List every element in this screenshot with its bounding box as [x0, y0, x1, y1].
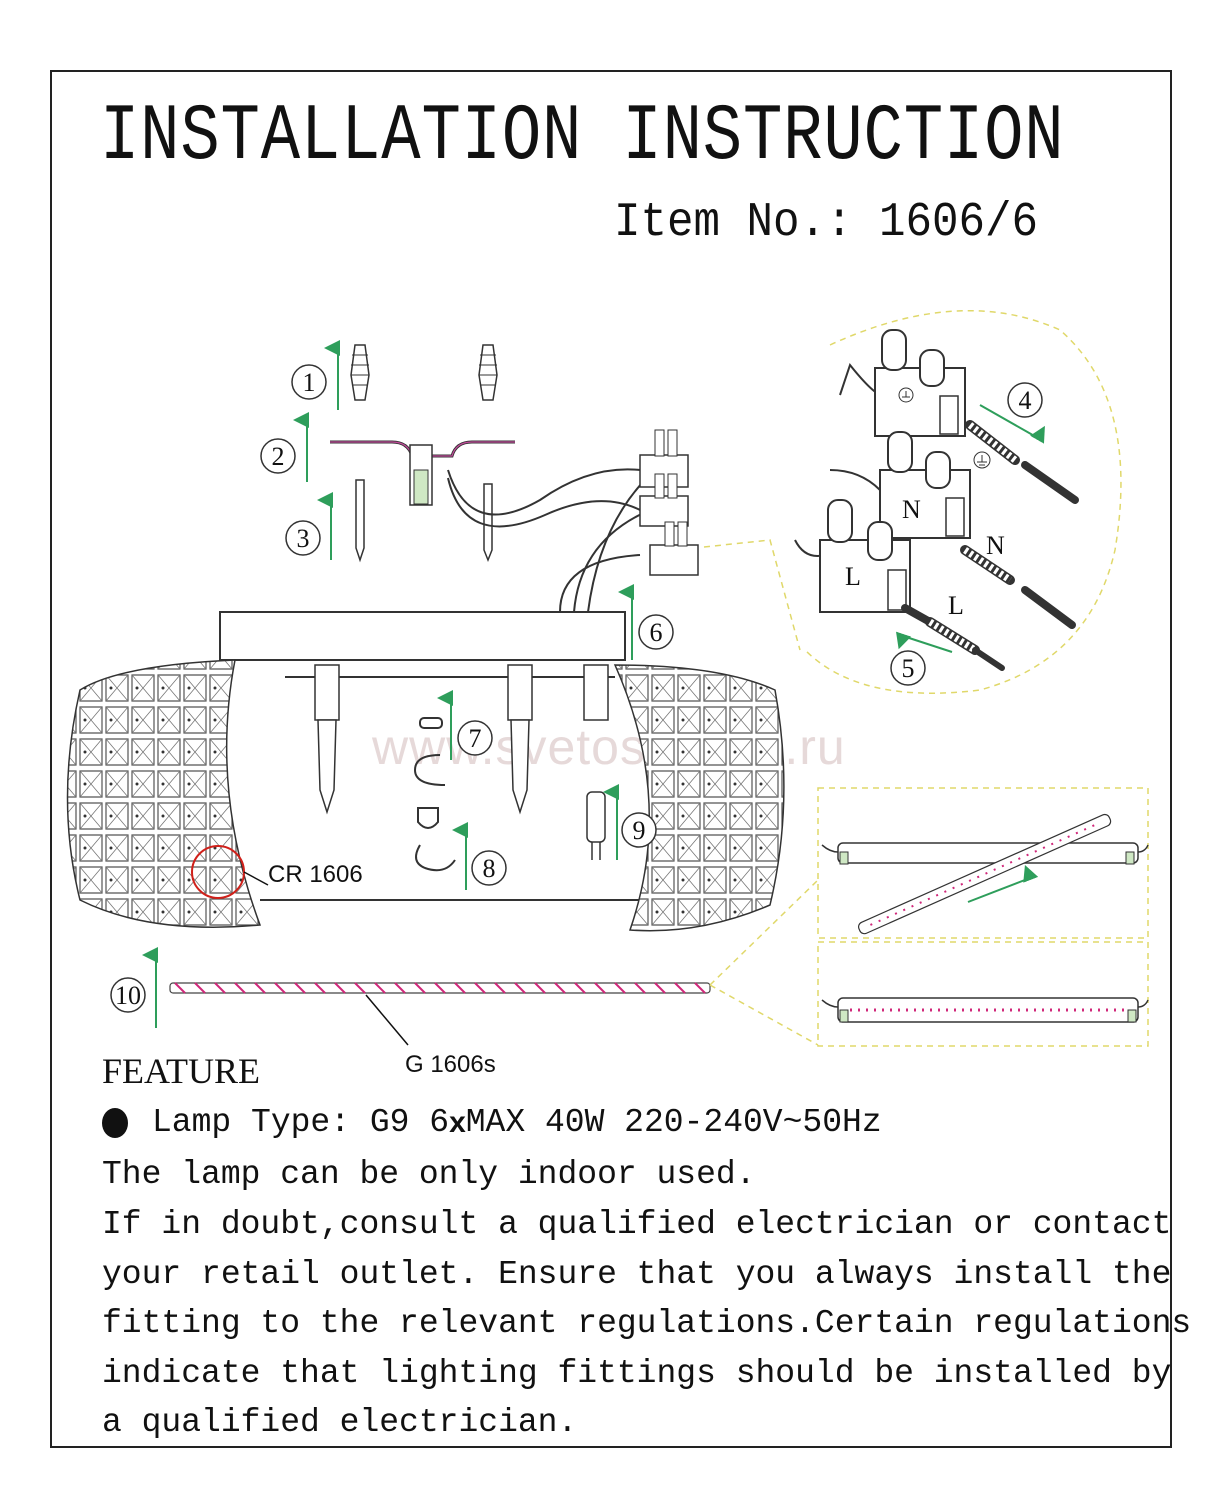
ceiling-canopy [219, 611, 626, 661]
wire-live [901, 604, 1005, 671]
crystal-part-label: CR 1606 [268, 861, 363, 888]
terminal-block-small [649, 521, 699, 576]
svg-text:2: 2 [272, 442, 285, 471]
feature-heading: FEATURE [102, 1051, 261, 1091]
terminal-block-large-neutral [829, 431, 971, 539]
lampholder [583, 664, 609, 721]
wall-plug-icon [478, 344, 498, 401]
leader-line [243, 871, 269, 886]
feature-line: a qualified electrician. [102, 1404, 578, 1441]
glass-rod-pattern [174, 982, 706, 994]
feature-line: indicate that lighting fittings should b… [102, 1355, 1172, 1392]
item-number: Item No.: 1606/6 [614, 196, 1039, 250]
svg-text:3: 3 [297, 524, 310, 553]
wire-neutral [960, 545, 1076, 629]
earth-icon [973, 451, 991, 469]
lampholder [314, 664, 340, 815]
bullet-icon [102, 1107, 128, 1138]
step-number-10: 10 [110, 977, 146, 1013]
zoom-callout [703, 309, 1122, 694]
wire-earth [965, 420, 1079, 504]
svg-text:8: 8 [483, 854, 496, 883]
screw-icon [483, 483, 493, 563]
terminal-block-small [639, 473, 689, 527]
feature-line: fitting to the relevant regulations.Cert… [102, 1305, 1192, 1342]
terminal-block-large-earth [839, 329, 966, 437]
live-label: L [845, 562, 861, 591]
mounting-bracket-icon [330, 440, 515, 506]
step-number-4: 4 [1007, 382, 1043, 418]
step-arrows [142, 340, 1045, 1028]
svg-text:5: 5 [902, 654, 915, 683]
feature-line: The lamp can be only indoor used. [102, 1156, 756, 1193]
rod-installed-step [821, 997, 1149, 1023]
feature-line: If in doubt,consult a qualified electric… [102, 1206, 1172, 1243]
svg-text:6: 6 [650, 618, 663, 647]
rod-insert-step [821, 813, 1149, 935]
page-title: INSTALLATION INSTRUCTION [100, 92, 1065, 183]
svg-text:4: 4 [1019, 386, 1032, 415]
wall-plug-icon [350, 344, 370, 401]
step-number-6: 6 [638, 614, 674, 650]
step-number-3: 3 [285, 520, 321, 556]
svg-text:1: 1 [303, 368, 316, 397]
g9-bulb-icon [586, 791, 606, 860]
rotate-icon [415, 807, 456, 872]
times-symbol: x [449, 1105, 466, 1139]
feature-line: your retail outlet. Ensure that you alwa… [102, 1256, 1172, 1293]
svg-text:9: 9 [633, 816, 646, 845]
rod-zoom-guides [709, 787, 1149, 1047]
step-number-1: 1 [291, 364, 327, 400]
neutral-label: N [902, 495, 921, 524]
step-number-8: 8 [471, 850, 507, 886]
wires [447, 468, 656, 613]
glass-rod-part-label: G 1606s [405, 1051, 496, 1078]
crystal-shade-left [66, 659, 262, 928]
step-number-2: 2 [260, 438, 296, 474]
live-wire-label: L [948, 591, 964, 620]
neutral-wire-label: N [986, 531, 1005, 560]
screw-icon [355, 479, 365, 563]
lampholder [507, 664, 533, 815]
step-number-7: 7 [457, 720, 493, 756]
step-number-9: 9 [621, 812, 657, 848]
step-number-5: 5 [890, 650, 926, 686]
crystal-shade-right [613, 664, 785, 932]
lamp-type-rating: MAX 40W 220-240V~50Hz [465, 1104, 882, 1141]
page-border [50, 70, 1172, 1448]
rotate-icon [413, 717, 446, 786]
terminal-block-large-live [794, 499, 911, 613]
leader-line [365, 994, 409, 1046]
svg-text:7: 7 [469, 724, 482, 753]
lamp-type-text: Lamp Type: G9 6 [152, 1104, 450, 1141]
svg-text:10: 10 [115, 981, 141, 1010]
